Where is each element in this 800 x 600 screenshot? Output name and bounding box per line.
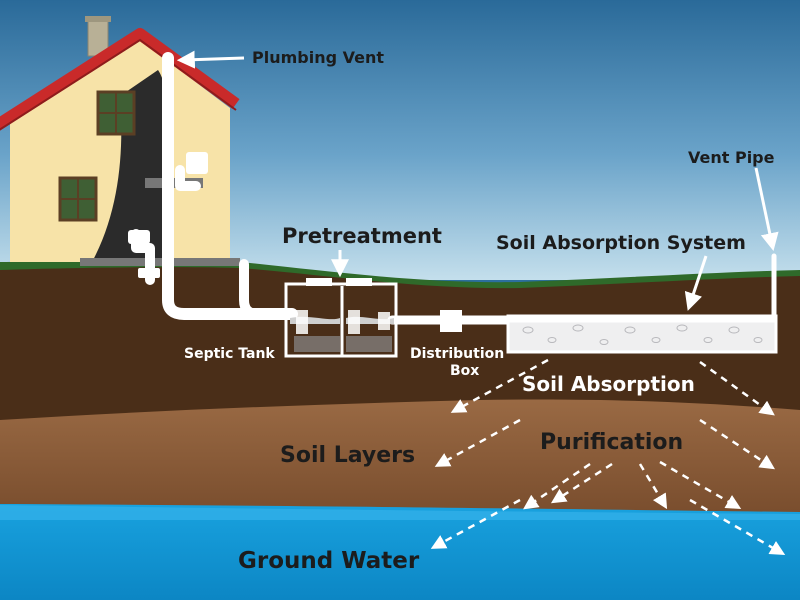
soil-absorption-system-arrow	[684, 255, 708, 311]
soil-absorption-label: Soil Absorption	[522, 372, 695, 396]
plumbing-vent-label: Plumbing Vent	[252, 48, 385, 67]
gravel-bed	[506, 314, 778, 354]
house	[0, 16, 240, 266]
septic-tank-label: Septic Tank	[184, 346, 275, 362]
ground-water-surface	[0, 505, 800, 520]
pretreatment-label: Pretreatment	[282, 224, 442, 248]
soil-layers-label: Soil Layers	[280, 443, 416, 468]
distribution-box-label-line1: Distribution	[410, 346, 505, 362]
flow-arrows	[430, 358, 786, 556]
soil-absorption-system-label: Soil Absorption System	[496, 232, 746, 254]
septic-tank	[284, 278, 398, 358]
purification-label: Purification	[540, 430, 684, 455]
pipe-fixtures	[128, 152, 208, 278]
vent-pipe-arrow	[754, 167, 779, 252]
topsoil-layer	[0, 264, 800, 420]
plumbing-vent-arrow	[176, 50, 245, 69]
vent-pipe-label: Vent Pipe	[688, 148, 775, 167]
distribution-box-label: Distribution Box	[410, 346, 504, 380]
callout-arrows	[176, 50, 779, 311]
ground-water-label: Ground Water	[238, 548, 420, 574]
distribution-box-label-line2: Box	[450, 363, 480, 379]
distribution-box	[440, 310, 462, 332]
soil-layer	[0, 397, 800, 512]
grass-line	[0, 261, 800, 289]
